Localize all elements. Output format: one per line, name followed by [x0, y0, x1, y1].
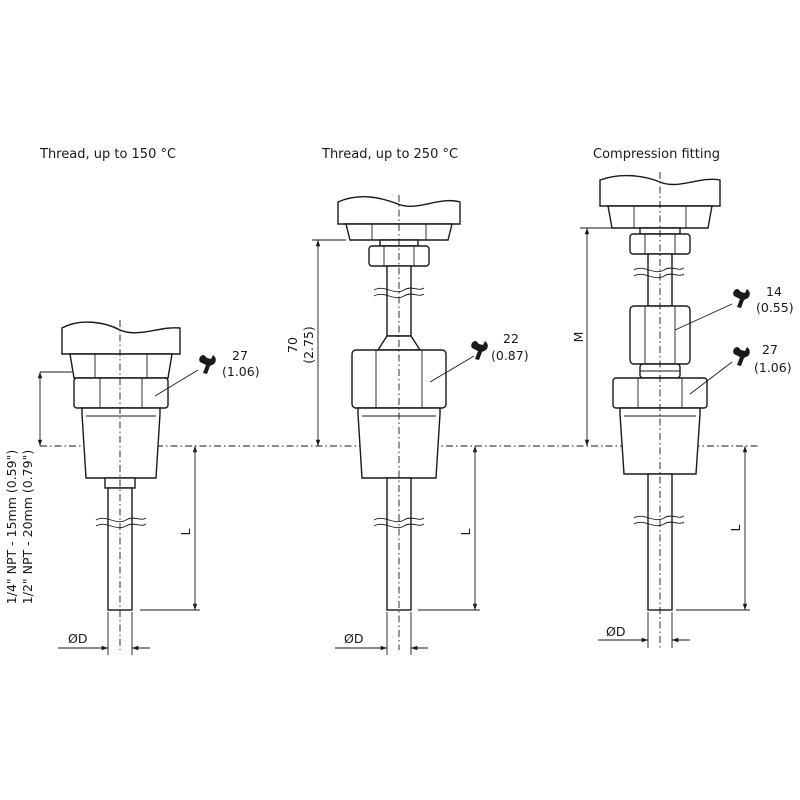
sensor3-diameter-label: ØD	[606, 624, 625, 639]
thread-note-half-inch: 1/2" NPT - 20mm (0.79")	[20, 450, 35, 604]
sensor2-wrench-size: 22	[503, 331, 519, 346]
thread-note-quarter-inch: 1/4" NPT - 15mm (0.59")	[4, 450, 19, 604]
sensor2-length-label: L	[458, 528, 473, 535]
sensor3-length-label: L	[728, 524, 743, 531]
sensor1-head-base	[69, 353, 173, 379]
sensor-compression-fitting	[599, 172, 721, 650]
sensor1-diameter-label: ØD	[68, 631, 87, 646]
sensor-thread-250	[337, 195, 461, 650]
sensor2-wrench-size-inch: (0.87)	[491, 348, 529, 363]
sensor2-height-inch: (2.75)	[301, 326, 316, 364]
wrench-icon	[471, 341, 488, 360]
sensor1-wrench-size-inch: (1.06)	[222, 364, 260, 379]
title-thread-150: Thread, up to 150 °C	[39, 147, 176, 162]
sensor1-wrench-size: 27	[232, 348, 248, 363]
sensor1-hex-nut	[73, 377, 169, 409]
sensor1-thread	[81, 407, 161, 479]
sensor1-head	[61, 321, 181, 355]
sensor2-diameter-label: ØD	[344, 631, 363, 646]
sensor3-lower-wrench-size: 27	[762, 342, 778, 357]
sensor2-height-mm: 70	[285, 337, 300, 353]
sensor3-thread	[619, 407, 701, 475]
sensor1-length-label: L	[178, 528, 193, 535]
sensor-thread-150	[61, 320, 181, 650]
wrench-icon	[733, 347, 750, 366]
wrench-icon	[733, 289, 750, 308]
title-compression-fitting: Compression fitting	[593, 147, 720, 162]
sensor3-lower-wrench-size-inch: (1.06)	[754, 360, 792, 375]
wrench-icon	[199, 355, 216, 374]
title-thread-250: Thread, up to 250 °C	[321, 147, 458, 162]
sensor3-m-label: M	[571, 332, 586, 343]
sensor3-upper-wrench-size: 14	[766, 284, 782, 299]
sensor3-upper-wrench-size-inch: (0.55)	[756, 300, 794, 315]
